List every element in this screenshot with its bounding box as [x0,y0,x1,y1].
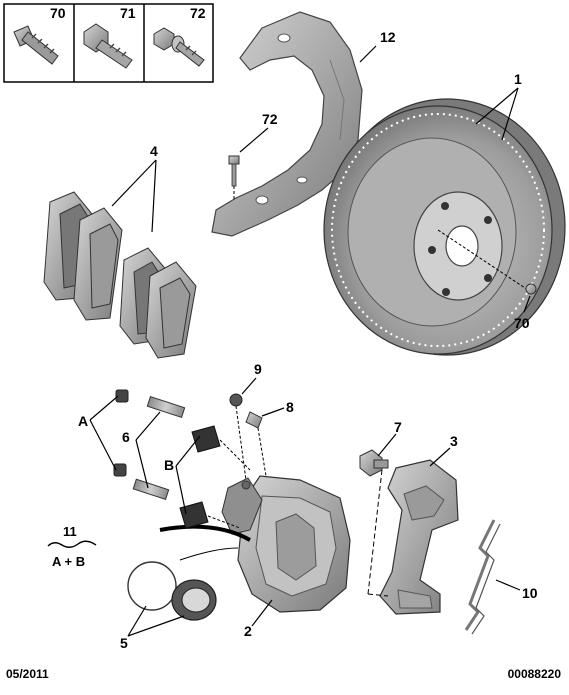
kit-legend-formula: A + B [52,554,85,569]
kit-legend: 11 A + B [47,524,97,569]
callout-72: 72 [262,111,278,127]
callout-10: 10 [522,585,538,601]
callout-7: 7 [394,419,402,435]
brake-disc [323,98,566,356]
leader-lines [89,45,531,637]
callout-4: 4 [150,143,158,159]
disc-screw-icon [13,25,59,65]
guide-pins [113,389,251,529]
callout-9: 9 [254,361,262,377]
callout-6: 6 [122,429,130,445]
brake-caliper [221,475,351,613]
callout-70: 70 [514,315,530,331]
inset-label-72: 72 [190,5,206,21]
kit-legend-number: 11 [63,524,77,539]
dust-shield [211,11,363,237]
inset-label-70: 70 [50,5,66,21]
spring-clip [464,519,501,635]
bracket-bolt [359,449,389,597]
inset-label-71: 71 [120,5,136,21]
callout-a: A [78,413,88,429]
shield-screw [228,155,240,200]
callout-labels: 12 1 72 4 70 9 8 A 6 B 7 3 10 2 5 [78,29,538,651]
caliper-seals [127,524,251,621]
bleed-screw [229,393,267,481]
hex-bolt-icon [83,23,133,69]
callout-1: 1 [514,71,522,87]
brake-pads [43,191,197,359]
shield-screw-icon [153,27,205,67]
callout-12: 12 [380,29,396,45]
caliper-bracket [379,459,459,615]
callout-5: 5 [120,635,128,651]
fastener-inset: 70 71 72 [3,3,214,83]
footer-reference: 00088220 [507,667,561,681]
footer-date: 05/2011 [6,667,49,681]
callout-b: B [164,457,174,473]
callout-8: 8 [286,399,294,415]
callout-2: 2 [244,623,252,639]
callout-3: 3 [450,433,458,449]
disc-screw [525,283,537,295]
